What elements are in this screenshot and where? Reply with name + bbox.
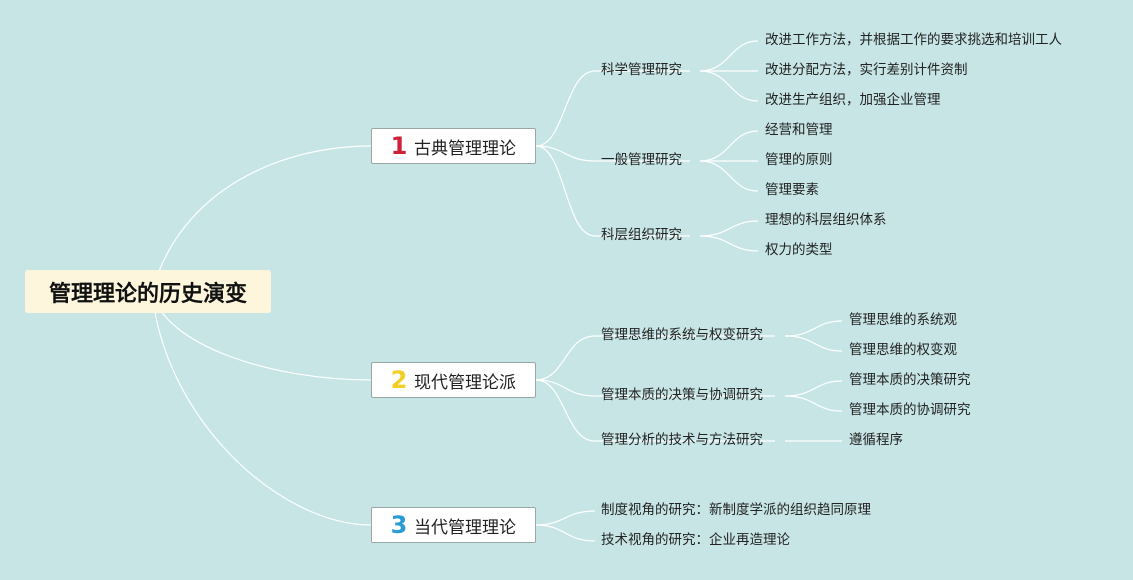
branch-number-3: 3 [390, 511, 408, 539]
leaf-item[interactable]: 改进生产组织，加强企业管理 [765, 92, 941, 108]
subtopic-scientific-management[interactable]: 科学管理研究 [601, 62, 682, 78]
connector-b1s3-l2 [699, 235, 759, 252]
leaf-item[interactable]: 管理思维的权变观 [849, 342, 957, 358]
subtopic-techniques-methods[interactable]: 管理分析的技术与方法研究 [601, 432, 763, 448]
connector-b2s2-l2 [784, 395, 843, 412]
connector-b2s1-l1 [784, 320, 843, 337]
connector-root-branch-1 [151, 145, 372, 293]
branch-topic-3[interactable]: 3 当代管理理论 [371, 507, 536, 543]
connector-b1s2-l3 [699, 160, 759, 192]
connector-b2-s3 [535, 379, 775, 442]
connector-b2s1-l2 [784, 335, 843, 352]
leaf-item[interactable]: 管理思维的系统观 [849, 312, 957, 328]
connector-b3-s2 [535, 524, 596, 542]
subtopic-decision-coordination[interactable]: 管理本质的决策与协调研究 [601, 387, 763, 403]
branch-label-2: 现代管理论派 [414, 372, 516, 393]
leaf-item[interactable]: 管理要素 [765, 182, 819, 198]
connector-root-branch-3 [151, 291, 372, 526]
connector-b2-s2 [535, 379, 775, 397]
subtopic-technical-view[interactable]: 技术视角的研究：企业再造理论 [601, 532, 790, 548]
root-topic[interactable]: 管理理论的历史演变 [25, 270, 271, 313]
branch-label-1: 古典管理理论 [414, 138, 516, 159]
branch-label-3: 当代管理理论 [414, 517, 516, 538]
branch-number-2: 2 [390, 366, 408, 394]
leaf-item[interactable]: 理想的科层组织体系 [765, 212, 887, 228]
connector-b1s1-l3 [699, 70, 759, 102]
leaf-item[interactable]: 改进工作方法，并根据工作的要求挑选和培训工人 [765, 32, 1062, 48]
connector-b2-s1 [535, 335, 775, 381]
leaf-item[interactable]: 管理的原则 [765, 152, 833, 168]
connector-b2s2-l1 [784, 380, 843, 397]
connector-b1s2-l1 [699, 130, 759, 162]
branch-number-1: 1 [390, 132, 408, 160]
connector-b1s1-l1 [699, 40, 759, 72]
subtopic-institutional-view[interactable]: 制度视角的研究：新制度学派的组织趋同原理 [601, 502, 871, 518]
connector-b3-s1 [535, 510, 596, 526]
leaf-item[interactable]: 管理本质的协调研究 [849, 402, 971, 418]
branch-topic-2[interactable]: 2 现代管理论派 [371, 362, 536, 398]
leaf-item[interactable]: 管理本质的决策研究 [849, 372, 971, 388]
connector-b1-s3 [535, 145, 690, 237]
branch-topic-1[interactable]: 1 古典管理理论 [371, 128, 536, 164]
connector-b1-s1 [535, 70, 690, 147]
leaf-item[interactable]: 遵循程序 [849, 432, 903, 448]
leaf-item[interactable]: 经营和管理 [765, 122, 833, 138]
subtopic-general-management[interactable]: 一般管理研究 [601, 152, 682, 168]
subtopic-systems-contingency[interactable]: 管理思维的系统与权变研究 [601, 327, 763, 343]
subtopic-bureaucracy[interactable]: 科层组织研究 [601, 227, 682, 243]
connector-b1-s2 [535, 145, 690, 162]
leaf-item[interactable]: 权力的类型 [765, 242, 833, 258]
leaf-item[interactable]: 改进分配方法，实行差别计件资制 [765, 62, 968, 78]
connector-b1s3-l1 [699, 220, 759, 237]
